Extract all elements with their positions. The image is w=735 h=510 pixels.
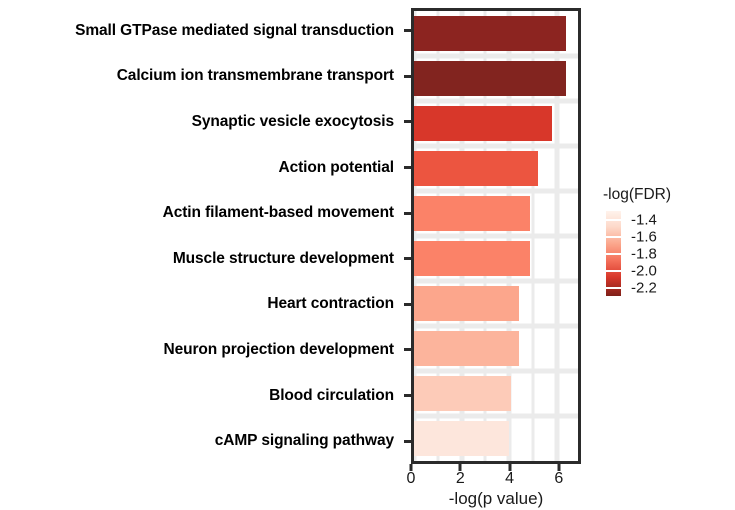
legend-tick-label: -2.2 bbox=[631, 279, 657, 296]
bar-row bbox=[414, 11, 578, 56]
bar-row bbox=[414, 56, 578, 101]
plot-panel bbox=[411, 8, 581, 464]
gridline-horizontal bbox=[414, 278, 578, 284]
gridline-horizontal bbox=[414, 98, 578, 104]
y-axis-label: Synaptic vesicle exocytosis bbox=[191, 112, 394, 130]
x-tick-mark bbox=[409, 464, 413, 471]
y-axis-label: Actin filament-based movement bbox=[162, 204, 394, 222]
x-axis-title: -log(p value) bbox=[448, 489, 544, 508]
gridline-horizontal bbox=[414, 53, 578, 59]
bar-row bbox=[414, 191, 578, 236]
x-axis-ticks bbox=[409, 464, 581, 471]
gridline-horizontal bbox=[414, 413, 578, 419]
legend-tick-mark bbox=[600, 286, 627, 289]
y-axis-label: Neuron projection development bbox=[163, 340, 395, 358]
y-tick-row bbox=[404, 8, 412, 54]
y-axis-label-row: Neuron projection development bbox=[0, 327, 402, 373]
bar[interactable] bbox=[414, 15, 567, 52]
bar[interactable] bbox=[414, 105, 552, 142]
gridline-horizontal bbox=[414, 368, 578, 374]
bars-container bbox=[414, 11, 578, 461]
y-axis-label-row: Blood circulation bbox=[0, 373, 402, 419]
legend-tick-mark bbox=[600, 269, 627, 272]
y-axis-label-row: Synaptic vesicle exocytosis bbox=[0, 99, 402, 145]
bar[interactable] bbox=[414, 150, 538, 187]
y-tick-mark bbox=[404, 29, 412, 33]
y-tick-mark bbox=[404, 166, 412, 170]
legend-tick-label: -2.0 bbox=[631, 262, 657, 279]
bar-row bbox=[414, 371, 578, 416]
bar[interactable] bbox=[414, 195, 531, 232]
x-tick-label: 4 bbox=[505, 470, 514, 487]
y-axis-label: Blood circulation bbox=[269, 386, 394, 404]
y-axis-label-row: Small GTPase mediated signal transductio… bbox=[0, 8, 402, 54]
bar-row bbox=[414, 236, 578, 281]
y-tick-mark bbox=[404, 439, 412, 443]
bar-row bbox=[414, 326, 578, 371]
legend-tick-label: -1.4 bbox=[631, 211, 657, 228]
x-tick-mark bbox=[557, 464, 561, 471]
y-axis-label-row: Calcium ion transmembrane transport bbox=[0, 54, 402, 100]
y-tick-row bbox=[404, 145, 412, 191]
y-axis-label-row: Action potential bbox=[0, 145, 402, 191]
bar[interactable] bbox=[414, 375, 512, 412]
y-tick-mark bbox=[404, 211, 412, 215]
bar[interactable] bbox=[414, 420, 510, 457]
y-axis-label: Action potential bbox=[278, 158, 394, 176]
y-tick-mark bbox=[404, 302, 412, 306]
gridline-horizontal bbox=[414, 143, 578, 149]
legend-title: -log(FDR) bbox=[603, 186, 672, 203]
y-tick-mark bbox=[404, 74, 412, 78]
gridline-horizontal bbox=[414, 188, 578, 194]
plot-area bbox=[414, 11, 578, 461]
y-axis-labels: Small GTPase mediated signal transductio… bbox=[0, 8, 402, 464]
bar[interactable] bbox=[414, 60, 567, 97]
bar[interactable] bbox=[414, 285, 519, 322]
legend-tick-mark bbox=[600, 252, 627, 255]
y-tick-row bbox=[404, 418, 412, 464]
y-axis-label: Heart contraction bbox=[267, 295, 394, 313]
y-axis-label-row: cAMP signaling pathway bbox=[0, 418, 402, 464]
legend-tick-mark bbox=[600, 218, 627, 221]
legend: -log(FDR) -1.4-1.6-1.8-2.0-2.2 bbox=[600, 186, 720, 299]
bar-row bbox=[414, 101, 578, 146]
y-tick-mark bbox=[404, 394, 412, 398]
legend-tick-label: -1.8 bbox=[631, 245, 657, 262]
x-tick-label: 6 bbox=[554, 470, 564, 487]
y-axis-label-row: Actin filament-based movement bbox=[0, 190, 402, 236]
bar[interactable] bbox=[414, 240, 531, 277]
legend-tick-label: -1.6 bbox=[631, 228, 657, 245]
y-axis-label: Muscle structure development bbox=[172, 249, 394, 267]
y-axis-label-row: Heart contraction bbox=[0, 282, 402, 328]
bar[interactable] bbox=[414, 330, 519, 367]
y-tick-row bbox=[404, 282, 412, 328]
y-axis-label: cAMP signaling pathway bbox=[214, 432, 394, 450]
legend-tick-mark bbox=[600, 235, 627, 238]
gridline-horizontal bbox=[414, 323, 578, 329]
y-axis-label-row: Muscle structure development bbox=[0, 236, 402, 282]
bar-row bbox=[414, 146, 578, 191]
y-tick-row bbox=[404, 236, 412, 282]
y-tick-row bbox=[404, 190, 412, 236]
y-tick-mark bbox=[404, 257, 412, 261]
y-tick-mark bbox=[404, 120, 412, 124]
gridline-horizontal bbox=[414, 233, 578, 239]
y-tick-row bbox=[404, 327, 412, 373]
y-tick-row bbox=[404, 54, 412, 100]
bar-row bbox=[414, 281, 578, 326]
y-tick-row bbox=[404, 99, 412, 145]
y-axis-label: Small GTPase mediated signal transductio… bbox=[75, 21, 394, 39]
bar-row bbox=[414, 416, 578, 461]
y-axis-ticks bbox=[404, 8, 412, 464]
x-tick-mark bbox=[508, 464, 512, 471]
legend-colorbar-group: -1.4-1.6-1.8-2.0-2.2 bbox=[600, 209, 720, 299]
y-tick-mark bbox=[404, 348, 412, 352]
x-tick-mark bbox=[458, 464, 462, 471]
x-axis-tick-labels: 0 2 4 6 bbox=[407, 470, 581, 492]
x-tick-label: 2 bbox=[455, 470, 465, 487]
x-tick-label: 0 bbox=[406, 470, 416, 487]
y-tick-row bbox=[404, 373, 412, 419]
y-axis-label: Calcium ion transmembrane transport bbox=[116, 67, 394, 85]
